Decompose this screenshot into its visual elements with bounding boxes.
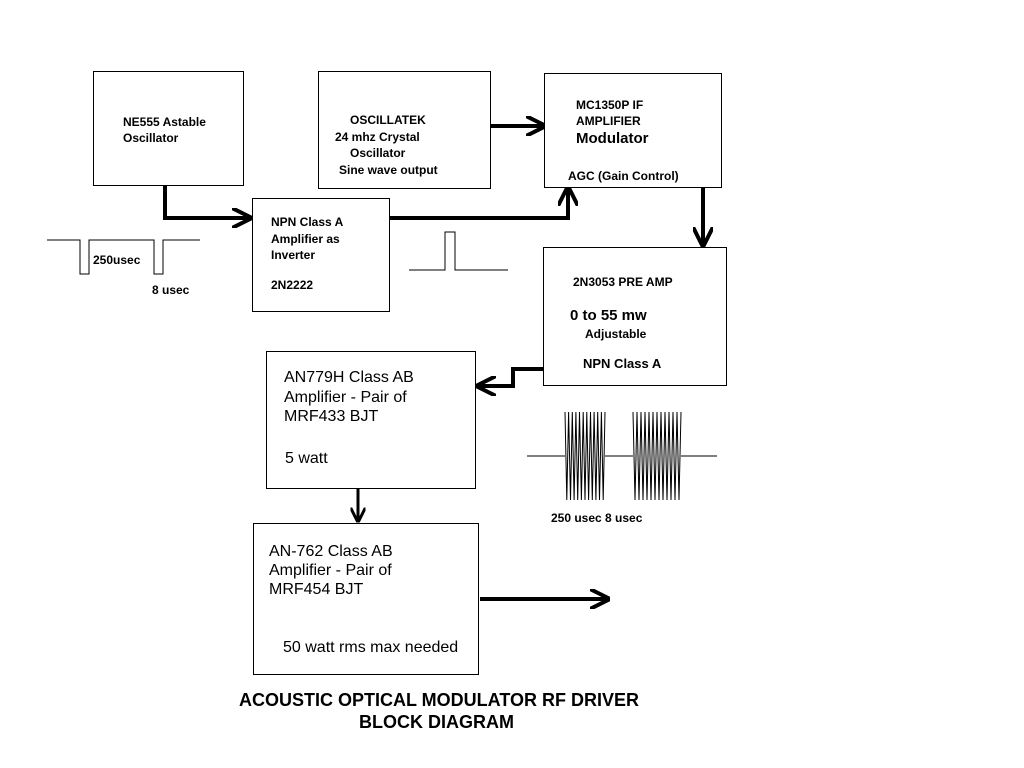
block-2n3053-pre-amp: 2N3053 PRE AMP 0 to 55 mw Adjustable NPN… (543, 247, 727, 386)
inverter-label-line4: 2N2222 (271, 278, 314, 292)
burst-timing-label: 250 usec 8 usec (551, 511, 643, 525)
an779h-label-line1: AN779H Class AB (284, 369, 414, 386)
rf-burst-2 (632, 411, 682, 501)
preamp-label-line3: Adjustable (585, 327, 647, 341)
ne555-label-line1: NE555 Astable (123, 115, 206, 129)
preamp-label-line2: 0 to 55 mw (570, 307, 647, 324)
an779h-label-line2: Amplifier - Pair of (284, 389, 407, 406)
block-mc1350p-if-amplifier: MC1350P IF AMPLIFIER Modulator AGC (Gain… (544, 73, 722, 188)
mc1350p-label-line1: MC1350P IF (576, 98, 644, 112)
block-npn-class-a-inverter: NPN Class A Amplifier as Inverter 2N2222 (252, 198, 390, 312)
inverter-label-line1: NPN Class A (271, 215, 344, 229)
mc1350p-label-line2: AMPLIFIER (576, 114, 641, 128)
pulse-waveform-negative (47, 239, 200, 275)
pulse-period-label: 250usec (93, 253, 141, 267)
inverter-label-line3: Inverter (271, 248, 316, 262)
wire-ne555-to-inverter (163, 186, 250, 218)
block-oscillatek-crystal-oscillator: OSCILLATEK 24 mhz Crystal Oscillator Sin… (318, 71, 491, 189)
rf-burst-1 (564, 411, 606, 501)
an762-label-line1: AN-762 Class AB (269, 543, 393, 560)
mc1350p-label-line3: Modulator (576, 130, 649, 147)
oscillatek-label-line1: OSCILLATEK (350, 113, 426, 127)
an762-label-line2: Amplifier - Pair of (269, 562, 392, 579)
oscillatek-label-line4: Sine wave output (339, 163, 438, 177)
rf-burst-waveform (527, 411, 717, 501)
preamp-label-line1: 2N3053 PRE AMP (573, 275, 673, 289)
an762-label-line4: 50 watt rms max needed (283, 639, 459, 656)
ne555-label-line2: Oscillator (123, 131, 179, 145)
pulse-width-label: 8 usec (152, 283, 190, 297)
block-ne555-oscillator: NE555 Astable Oscillator (93, 71, 244, 186)
wire-inverter-to-mc1350p (390, 188, 568, 220)
oscillatek-label-line3: Oscillator (350, 146, 406, 160)
an779h-label-line4: 5 watt (285, 450, 328, 467)
block-an779h-class-ab-amplifier: AN779H Class AB Amplifier - Pair of MRF4… (266, 351, 476, 489)
diagram-title-line2: BLOCK DIAGRAM (359, 712, 514, 732)
diagram-title-line1: ACOUSTIC OPTICAL MODULATOR RF DRIVER (239, 690, 639, 710)
wire-preamp-to-an779h (478, 367, 543, 386)
mc1350p-label-line4: AGC (Gain Control) (568, 169, 679, 183)
preamp-label-line4: NPN Class A (583, 356, 662, 371)
block-an762-class-ab-amplifier: AN-762 Class AB Amplifier - Pair of MRF4… (253, 523, 479, 675)
pulse-waveform-positive (409, 231, 508, 271)
oscillatek-label-line2: 24 mhz Crystal (335, 130, 420, 144)
an762-label-line3: MRF454 BJT (269, 581, 364, 598)
inverter-label-line2: Amplifier as (271, 232, 340, 246)
an779h-label-line3: MRF433 BJT (284, 408, 379, 425)
